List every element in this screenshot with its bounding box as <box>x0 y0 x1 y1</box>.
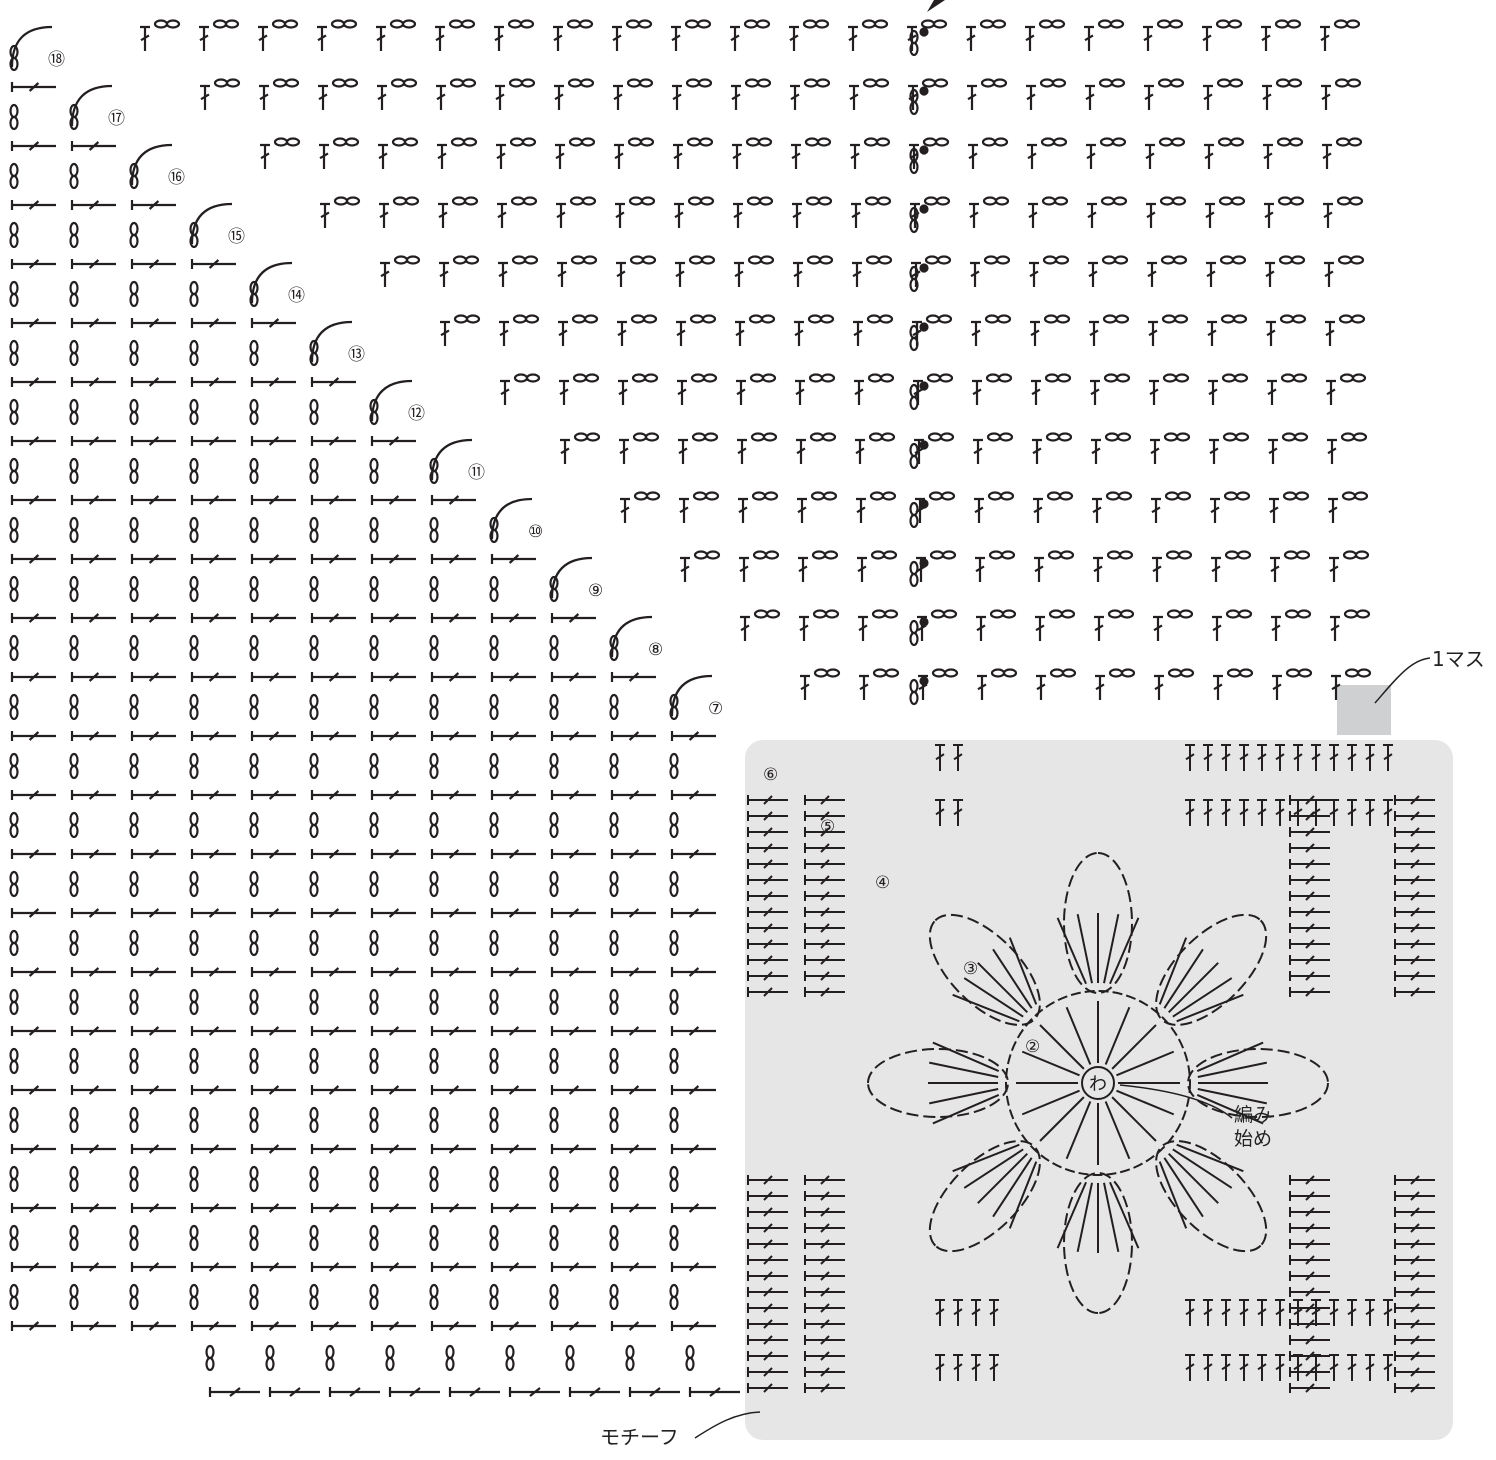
row-number: ⑪ <box>468 463 485 483</box>
start-label-line2: 始め <box>1234 1128 1272 1150</box>
arrow-icon <box>927 0 945 12</box>
row-number: ⑫ <box>408 404 425 424</box>
row-number: ⑮ <box>228 227 245 247</box>
row-number: ⑯ <box>168 168 185 188</box>
row-number: ⑱ <box>48 50 65 70</box>
start-label-line1: 編み <box>1234 1104 1272 1126</box>
row-number: ⑨ <box>588 581 603 601</box>
motif-round-number: ⑤ <box>820 817 835 837</box>
motif-round-number: ② <box>1025 1037 1040 1057</box>
motif-round-number: ⑥ <box>763 765 778 785</box>
grid-square-label: 1マス <box>1432 648 1485 670</box>
row-number: ⑭ <box>288 286 305 306</box>
row-number: ⑩ <box>528 522 543 542</box>
row-number: ⑧ <box>648 640 663 660</box>
motif-round-number: ④ <box>875 873 890 893</box>
motif-round-number: ③ <box>963 959 978 979</box>
motif-label: モチーフ <box>600 1426 679 1448</box>
grid-square-marker <box>1337 685 1391 735</box>
row-number: ⑰ <box>108 109 125 129</box>
row-number: ⑦ <box>708 699 723 719</box>
center-ring-label: わ <box>1089 1074 1107 1095</box>
row-number: ⑬ <box>348 345 365 365</box>
